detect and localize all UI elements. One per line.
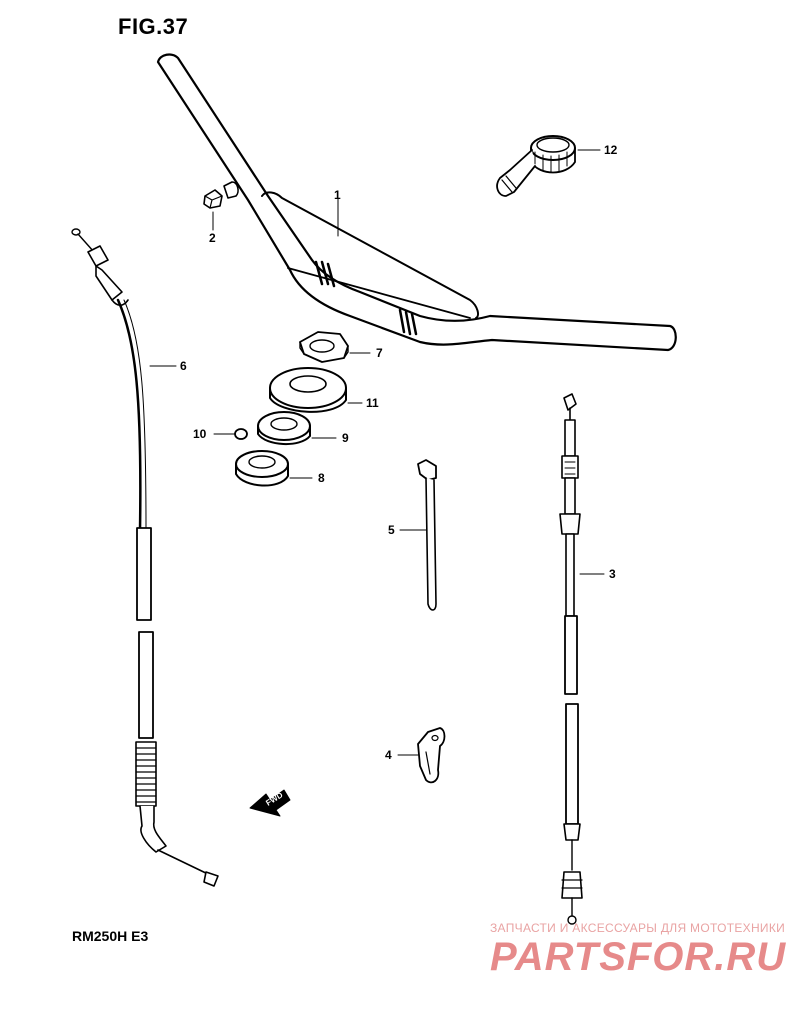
model-label: RM250H E3 — [72, 928, 149, 944]
callout-12: 12 — [604, 143, 618, 157]
clutch-cable-part — [71, 228, 219, 887]
ball-part — [213, 428, 248, 440]
callout-8: 8 — [318, 471, 325, 485]
washer-large-part — [269, 367, 363, 413]
bearing-part — [235, 450, 313, 487]
callout-11: 11 — [366, 396, 379, 410]
cap-part — [203, 189, 223, 231]
callout-1: 1 — [334, 188, 341, 202]
cable-tie-part — [399, 459, 437, 611]
callout-10: 10 — [193, 427, 207, 441]
watermark-tagline: ЗАПЧАСТИ И АКСЕССУАРЫ ДЛЯ МОТОТЕХНИКИ — [490, 921, 786, 935]
throttle-housing-part — [496, 135, 601, 197]
callout-6: 6 — [180, 359, 187, 373]
cable-guide-part — [397, 727, 446, 784]
nut-part — [299, 331, 371, 363]
fig-title: FIG.37 — [118, 14, 189, 39]
throttle-cable-part — [559, 393, 605, 925]
watermark-logo: PARTSFOR.RU — [490, 935, 787, 979]
washer-part — [257, 411, 337, 446]
handlebar-part — [156, 53, 677, 352]
callout-4: 4 — [385, 748, 392, 762]
callout-9: 9 — [342, 431, 349, 445]
callout-2: 2 — [209, 231, 216, 245]
callout-5: 5 — [388, 523, 395, 537]
callout-3: 3 — [609, 567, 616, 581]
callout-7: 7 — [376, 346, 383, 360]
fwd-arrow-icon — [249, 789, 291, 817]
